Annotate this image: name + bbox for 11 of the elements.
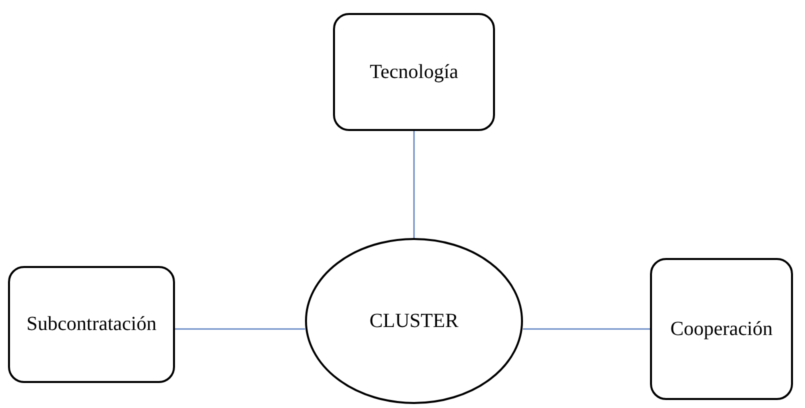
ellipse-node: [305, 238, 523, 404]
rounded-box: [8, 266, 175, 383]
node-label: Tecnología: [370, 60, 458, 84]
node-label: CLUSTER: [370, 310, 458, 332]
rounded-box: [333, 13, 495, 131]
connector-line: [413, 131, 415, 238]
connector-line: [175, 328, 305, 330]
connector-line: [523, 328, 650, 330]
node-label: Subcontratación: [26, 313, 156, 336]
rounded-box: [650, 258, 793, 400]
node-label: Cooperación: [670, 318, 773, 340]
